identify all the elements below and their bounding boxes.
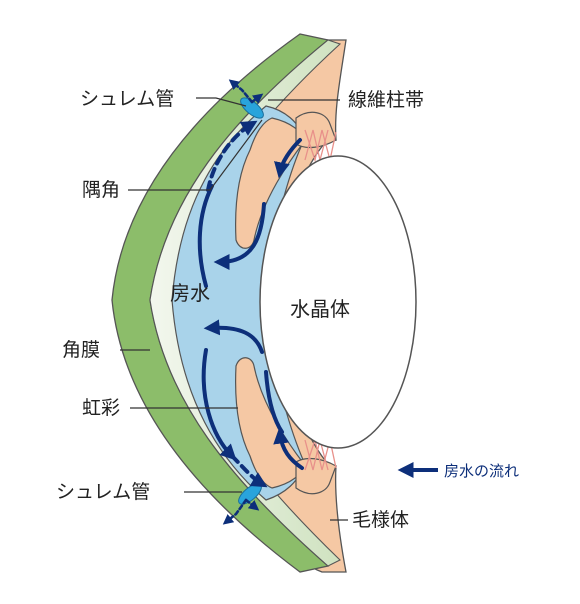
label-lens: 水晶体 xyxy=(290,297,350,321)
flow-arrow-upper-left xyxy=(206,120,258,192)
label-cornea: 角膜 xyxy=(62,339,100,361)
zonule-fibers-lower xyxy=(304,437,337,471)
leader-lines xyxy=(120,97,348,521)
aqueous-flow-arrows xyxy=(197,79,304,525)
flow-exit-upper-2 xyxy=(250,93,264,104)
flow-exit-upper xyxy=(228,79,254,104)
flow-arrow-middle xyxy=(203,319,264,354)
label-iris: 虹彩 xyxy=(82,397,120,419)
flow-arrow-lower-left xyxy=(201,348,237,461)
legend-label: 房水の流れ xyxy=(444,462,519,480)
label-aqueous: 房水 xyxy=(170,281,210,305)
flow-exit-lower xyxy=(222,498,248,525)
flow-arrow-lower-dashed xyxy=(230,454,268,488)
label-ciliary: 毛様体 xyxy=(352,509,409,531)
label-angle: 隅角 xyxy=(82,179,120,201)
flow-arrow-upper-outer xyxy=(197,184,214,288)
flow-arrow-upper-right xyxy=(274,138,302,179)
zonule-fibers-upper xyxy=(304,129,337,163)
legend: 房水の流れ xyxy=(397,462,519,480)
flow-arrow-lower-right xyxy=(273,427,304,470)
flow-arrow-lower-inner xyxy=(264,370,284,434)
flow-exit-lower-2 xyxy=(244,498,260,511)
label-schlemm-top: シュレム管 xyxy=(80,88,174,110)
label-zonule: 線維柱帯 xyxy=(348,89,424,111)
flow-arrow-upper-inner xyxy=(213,202,266,270)
crystalline-lens xyxy=(259,155,417,449)
label-schlemm-bottom: シュレム管 xyxy=(56,481,150,503)
